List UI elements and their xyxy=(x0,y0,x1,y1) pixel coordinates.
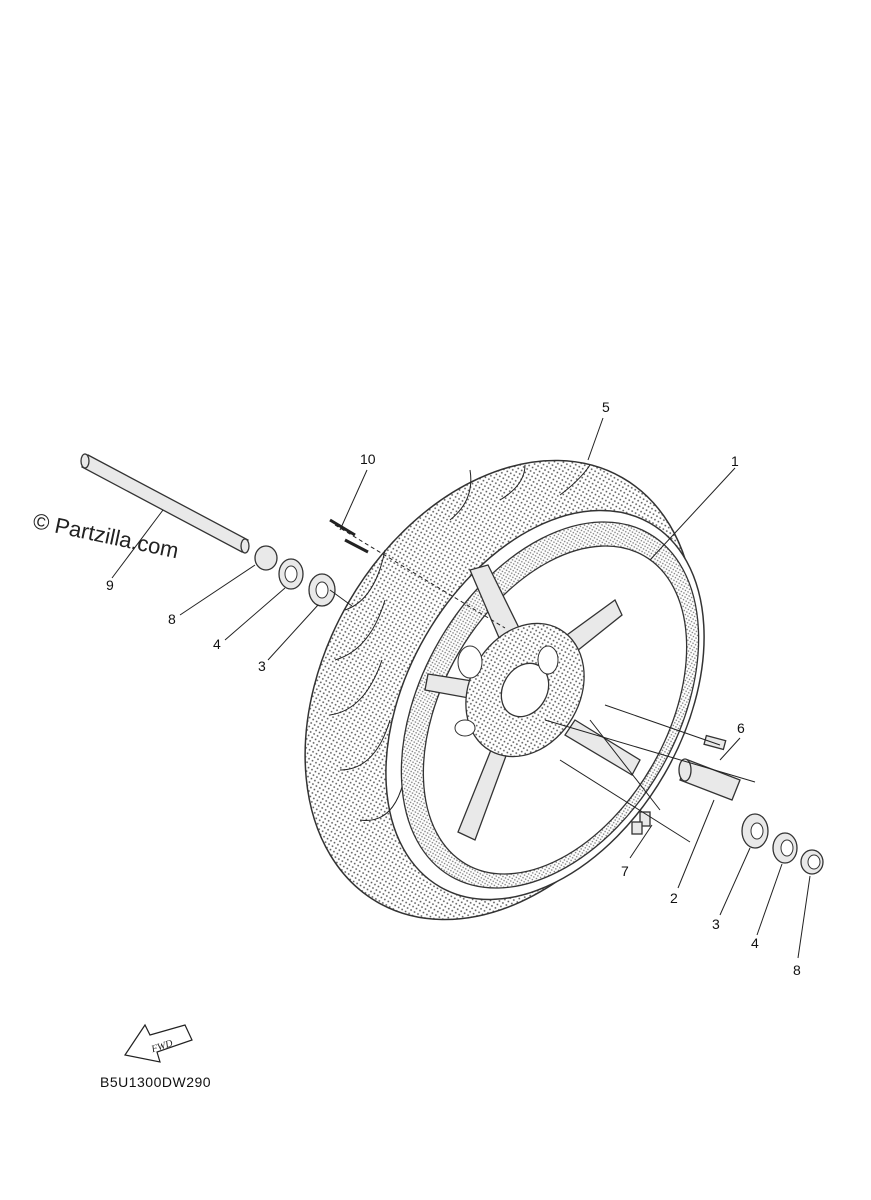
balance-weight xyxy=(329,518,369,554)
tire-valve xyxy=(703,734,727,751)
left-collar xyxy=(254,545,278,571)
callout-6: 6 xyxy=(737,720,745,736)
forward-arrow-icon: FWD xyxy=(124,1023,193,1063)
callout-4-right: 4 xyxy=(751,935,759,951)
diagram-code: B5U1300DW290 xyxy=(100,1074,211,1090)
callout-2: 2 xyxy=(670,890,678,906)
axle xyxy=(80,453,250,554)
callout-5: 5 xyxy=(602,399,610,415)
callout-1: 1 xyxy=(731,453,739,469)
callout-8-right: 8 xyxy=(793,962,801,978)
spacer-collar xyxy=(678,758,741,801)
right-collar xyxy=(800,849,824,875)
right-oil-seal xyxy=(772,832,798,864)
callout-7: 7 xyxy=(621,863,629,879)
callout-4-left: 4 xyxy=(213,636,221,652)
right-bearing xyxy=(741,813,769,849)
wheel-rim xyxy=(400,521,700,889)
callout-8-left: 8 xyxy=(168,611,176,627)
callout-10: 10 xyxy=(360,451,376,467)
valve-cap xyxy=(631,811,651,835)
callout-3-right: 3 xyxy=(712,916,720,932)
callout-9: 9 xyxy=(106,577,114,593)
left-oil-seal xyxy=(278,558,304,590)
callout-3-left: 3 xyxy=(258,658,266,674)
left-bearing xyxy=(308,573,336,607)
leader-lines xyxy=(111,417,811,959)
